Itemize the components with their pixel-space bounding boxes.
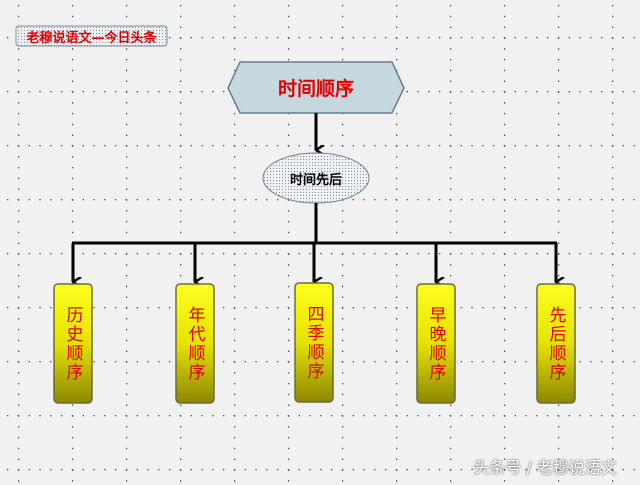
leaf-box <box>175 283 215 404</box>
leaf-label-sequence: 先后顺序 <box>545 305 566 382</box>
badge-box <box>15 25 168 47</box>
leaf-label-seasons: 四季顺序 <box>303 304 324 381</box>
leaf-label-era: 年代顺序 <box>184 305 205 382</box>
root-label: 时间顺序 <box>277 78 354 100</box>
leaf-arrows <box>71 243 556 282</box>
leaf-box <box>416 283 456 404</box>
leaf-label-day: 早晚顺序 <box>425 305 446 382</box>
middle-label: 时间先后 <box>289 172 342 188</box>
leaf-boxes <box>53 282 576 404</box>
leaf-box <box>294 282 334 403</box>
leaf-box <box>53 283 93 404</box>
watermark: 头条号 / 老穆说语文 <box>473 458 617 477</box>
leaf-label-history: 历史顺序 <box>62 305 83 382</box>
root-hexagon <box>227 61 405 114</box>
leaf-box <box>536 283 576 404</box>
badge-label: 老穆说语文—今日头条 <box>26 30 157 46</box>
